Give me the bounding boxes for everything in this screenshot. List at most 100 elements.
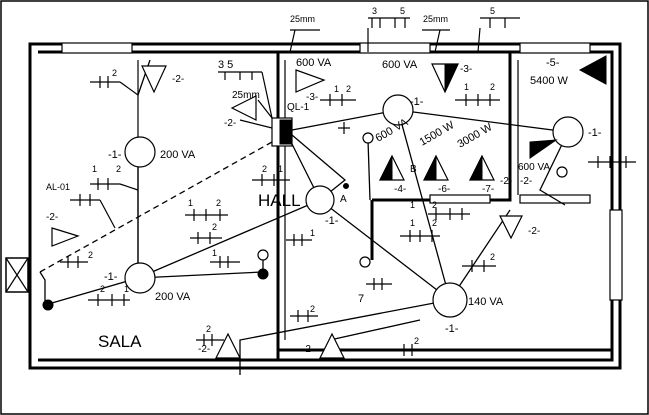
svg-text:1: 1 (278, 164, 283, 174)
svg-text:2: 2 (262, 164, 267, 174)
svg-text:2: 2 (112, 68, 117, 78)
svg-text:2: 2 (490, 82, 495, 92)
light-power: 600 VA (518, 162, 550, 173)
outlet-power: 600 VA (382, 59, 418, 71)
light-point: -1- (382, 94, 424, 126)
svg-text:2: 2 (432, 200, 437, 210)
light-power: 200 VA (155, 291, 191, 303)
outlet-power: 3000 W (456, 121, 495, 151)
light-point: -1- 600 VA (518, 116, 602, 173)
light-power: 140 VA (468, 296, 504, 308)
switch (257, 249, 269, 261)
outlet: -2- (198, 332, 241, 359)
conductor-mark: 1 2 (400, 218, 440, 242)
conductor-mark: 2 1 (252, 164, 290, 186)
light-circuit: -1- (108, 149, 122, 161)
electrical-board-ql1: QL-1 25mm (232, 90, 310, 147)
outlet: 3000 W -7- (456, 121, 495, 195)
outlet-circuit: -2- (302, 344, 314, 355)
switches (42, 132, 568, 311)
exterior-walls (5, 42, 623, 370)
conductor-mark: 1 2 (185, 198, 228, 221)
outlet-circuit: -7- (482, 184, 494, 195)
conductor-mark: 1 (286, 228, 315, 246)
conductor-mark (366, 278, 392, 290)
ceiling-lights: -1- 200 VA -1- 200 VA -1- -1- -1- 140 VA… (104, 94, 602, 335)
outlet-circuit: -3- (306, 92, 318, 103)
conductor-mark: 2 (190, 222, 222, 244)
conductor-mark: 1 (210, 248, 240, 268)
outlet-circuit: -5- (546, 57, 560, 69)
outlet: 600 VA -4- (374, 116, 411, 195)
switch (556, 166, 568, 178)
light-point: -1- 200 VA (104, 262, 191, 303)
svg-text:1: 1 (334, 84, 339, 94)
conductor-mark: 1 2 (320, 84, 356, 106)
outlet-circuit: -4- (394, 184, 406, 195)
outlet: 600 VA -3- (382, 59, 472, 94)
light-circuit: -1- (325, 215, 339, 227)
outlet: 1500 W -6- (418, 119, 457, 195)
window-top-right (519, 42, 591, 54)
top-conduit-labels: 25mm 25mm 3 5 5 3 5 (218, 6, 520, 119)
outlet-circuit: -2- (528, 226, 540, 237)
outlet-power: 600 VA (296, 57, 332, 69)
point-a-label: A (340, 194, 347, 205)
switch (42, 299, 54, 311)
outlet: -2- (141, 65, 184, 94)
light-point: -1- 200 VA (108, 136, 196, 168)
outlet: -2- (224, 95, 257, 129)
conductor-mark: 2 (462, 252, 496, 272)
svg-text:1: 1 (188, 198, 193, 208)
conductor-mark: 2 (196, 324, 224, 346)
svg-text:2: 2 (206, 324, 211, 334)
point-b-label: B (410, 164, 417, 175)
svg-text:1: 1 (124, 284, 129, 294)
outlet-circuit: -2- (172, 74, 184, 85)
outlet: -5- 5400 W (530, 55, 607, 87)
svg-text:2: 2 (116, 164, 121, 174)
outlet-circuit: -2- (46, 212, 58, 223)
conductor-mark: 2 (90, 68, 139, 96)
switch (257, 268, 269, 280)
conduit-label-2: 25mm (423, 14, 448, 24)
label-seven: 7 (358, 293, 364, 305)
svg-text:1: 1 (410, 200, 415, 210)
circuit-2-label: -2- (500, 176, 512, 187)
conduit-label-1: 25mm (290, 14, 315, 24)
conductor-mark: 1 2 (455, 82, 500, 106)
board-label: QL-1 (287, 102, 310, 113)
feeder-section: 25mm (232, 90, 260, 101)
svg-text:1: 1 (310, 228, 315, 238)
window-top-left (61, 42, 133, 54)
window-right (609, 209, 623, 301)
svg-text:1: 1 (212, 248, 217, 258)
svg-text:1: 1 (92, 164, 97, 174)
conductor-marks: 2 1 2 2 2 1 1 2 2 1 2 (60, 68, 636, 356)
outlet-circuit: -6- (438, 184, 450, 195)
svg-text:2: 2 (212, 222, 217, 232)
light-power: 200 VA (160, 149, 196, 161)
conductor-mark: 1 2 (410, 200, 470, 220)
circuit-tag-3: 5 (490, 6, 495, 16)
outlet-power: 5400 W (530, 75, 569, 87)
svg-text:1: 1 (464, 82, 469, 92)
misc-labels: AL-01 A B 7 -2- (46, 164, 512, 305)
conductor-mark: 1 2 (90, 164, 139, 191)
outlet: -2- (499, 215, 540, 240)
light-circuit: -1- (104, 271, 118, 283)
circuit-tag-4: 3 5 (218, 59, 233, 71)
svg-text:2: 2 (100, 284, 105, 294)
outlet: -2- (46, 212, 80, 247)
conductor-mark (588, 156, 636, 168)
outlet: 600 VA -3- (295, 57, 332, 103)
svg-text:2: 2 (490, 252, 495, 262)
svg-text:2: 2 (414, 336, 419, 346)
light-point: -1- (305, 185, 339, 227)
outlet-power: 1500 W (418, 119, 457, 149)
svg-text:2: 2 (216, 198, 221, 208)
outlet-circuit: -2- (520, 176, 532, 187)
outlet: -2- (302, 332, 345, 359)
